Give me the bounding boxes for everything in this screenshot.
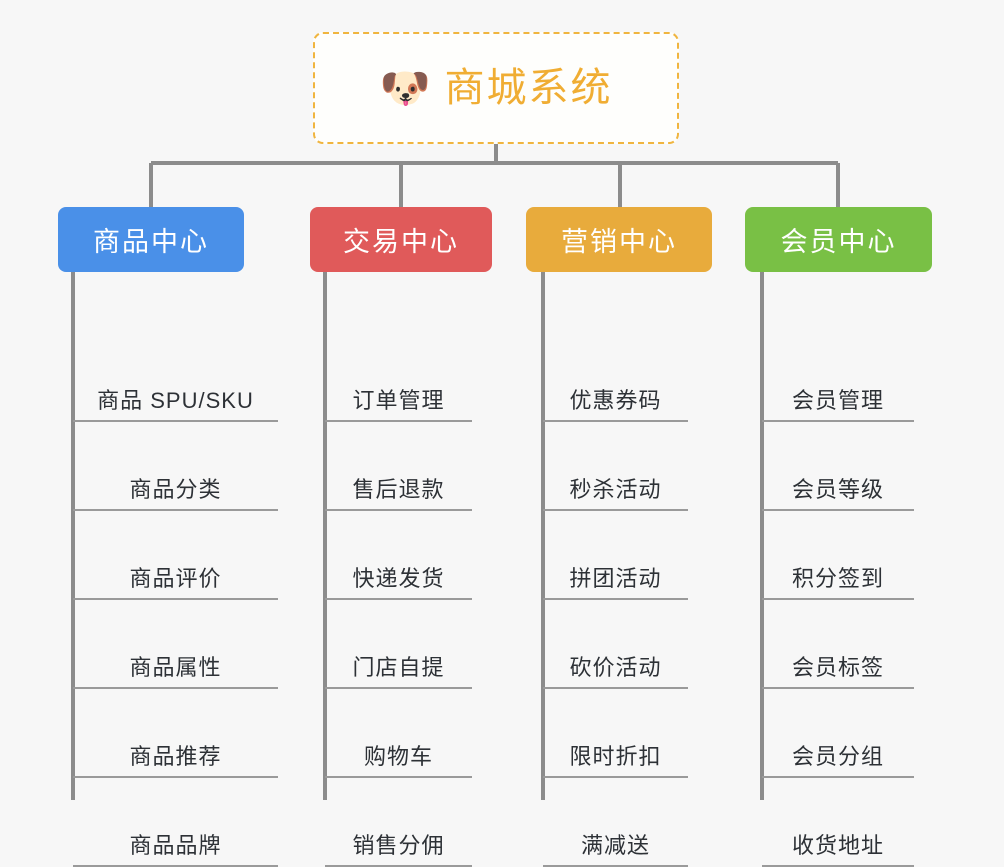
branch-header-label: 营销中心 xyxy=(561,227,677,257)
branch-header-label: 商品中心 xyxy=(93,227,209,257)
leaf-item-label: 快递发货 xyxy=(352,566,445,592)
branch-member-center: 会员中心 会员管理会员等级积分签到会员标签会员分组收货地址 xyxy=(745,207,932,867)
branch-header-marketing-center[interactable]: 营销中心 xyxy=(526,207,712,272)
leaf-item-label: 积分签到 xyxy=(791,566,884,592)
leaf-item-label: 购物车 xyxy=(363,744,433,770)
leaf-item[interactable]: 购物车 xyxy=(325,689,472,778)
branch-header-member-center[interactable]: 会员中心 xyxy=(745,207,932,272)
leaf-item-label: 商品属性 xyxy=(129,655,222,681)
root-node[interactable]: 🐶 商城系统 xyxy=(313,32,679,144)
leaf-item[interactable]: 会员分组 xyxy=(762,689,914,778)
leaf-item[interactable]: 会员等级 xyxy=(762,422,914,511)
leaf-item-label: 门店自提 xyxy=(352,655,445,681)
branch-product-center: 商品中心 商品 SPU/SKU 商品分类商品评价商品属性商品推荐商品品牌 xyxy=(58,207,278,867)
leaf-item[interactable]: 订单管理 xyxy=(325,333,472,422)
leaf-item-label: 拼团活动 xyxy=(569,566,662,592)
leaf-item-label: 售后退款 xyxy=(352,477,445,503)
leaf-item-label: 商品品牌 xyxy=(129,833,222,859)
leaf-item[interactable]: 满减送 xyxy=(543,778,688,867)
leaf-item-label: 会员标签 xyxy=(791,655,884,681)
leaf-item[interactable]: 销售分佣 xyxy=(325,778,472,867)
leaf-item-label: 销售分佣 xyxy=(352,833,445,859)
leaf-item[interactable]: 商品 SPU/SKU xyxy=(73,333,278,422)
leaf-item-label: 商品 SPU/SKU xyxy=(97,388,254,414)
branch-marketing-center: 营销中心 优惠券码秒杀活动拼团活动砍价活动限时折扣满减送 xyxy=(526,207,712,867)
leaf-item[interactable]: 门店自提 xyxy=(325,600,472,689)
leaf-item-label: 会员分组 xyxy=(791,744,884,770)
leaf-item[interactable]: 秒杀活动 xyxy=(543,422,688,511)
leaf-item-label: 订单管理 xyxy=(352,388,445,414)
branch-header-label: 交易中心 xyxy=(343,227,459,257)
leaf-item[interactable]: 商品推荐 xyxy=(73,689,278,778)
leaf-item[interactable]: 售后退款 xyxy=(325,422,472,511)
leaf-item-label: 会员等级 xyxy=(791,477,884,503)
leaf-item-label: 限时折扣 xyxy=(569,744,662,770)
leaf-item[interactable]: 砍价活动 xyxy=(543,600,688,689)
branch-trade-center: 交易中心 订单管理售后退款快递发货门店自提购物车销售分佣 xyxy=(310,207,492,867)
leaf-item[interactable]: 快递发货 xyxy=(325,511,472,600)
leaf-item[interactable]: 限时折扣 xyxy=(543,689,688,778)
leaf-item-label: 砍价活动 xyxy=(569,655,662,681)
leaf-item[interactable]: 商品属性 xyxy=(73,600,278,689)
leaf-item-label: 商品分类 xyxy=(129,477,222,503)
leaf-item-label: 秒杀活动 xyxy=(569,477,662,503)
leaf-item[interactable]: 商品品牌 xyxy=(73,778,278,867)
leaf-item-label: 商品评价 xyxy=(129,566,222,592)
branch-header-label: 会员中心 xyxy=(780,227,897,257)
leaf-item[interactable]: 积分签到 xyxy=(762,511,914,600)
leaf-item-label: 满减送 xyxy=(580,833,650,859)
leaf-item-label: 会员管理 xyxy=(791,388,884,414)
leaf-item-label: 优惠券码 xyxy=(569,388,662,414)
leaf-item[interactable]: 拼团活动 xyxy=(543,511,688,600)
leaf-item[interactable]: 商品分类 xyxy=(73,422,278,511)
leaf-item-label: 商品推荐 xyxy=(129,744,222,770)
dog-face-icon: 🐶 xyxy=(379,64,431,111)
branch-header-trade-center[interactable]: 交易中心 xyxy=(310,207,492,272)
leaf-item-label: 收货地址 xyxy=(791,833,884,859)
branch-header-product-center[interactable]: 商品中心 xyxy=(58,207,244,272)
leaf-item[interactable]: 会员管理 xyxy=(762,333,914,422)
leaf-item[interactable]: 商品评价 xyxy=(73,511,278,600)
leaf-item[interactable]: 会员标签 xyxy=(762,600,914,689)
root-title: 商城系统 xyxy=(444,66,613,110)
leaf-item[interactable]: 收货地址 xyxy=(762,778,914,867)
leaf-item[interactable]: 优惠券码 xyxy=(543,333,688,422)
